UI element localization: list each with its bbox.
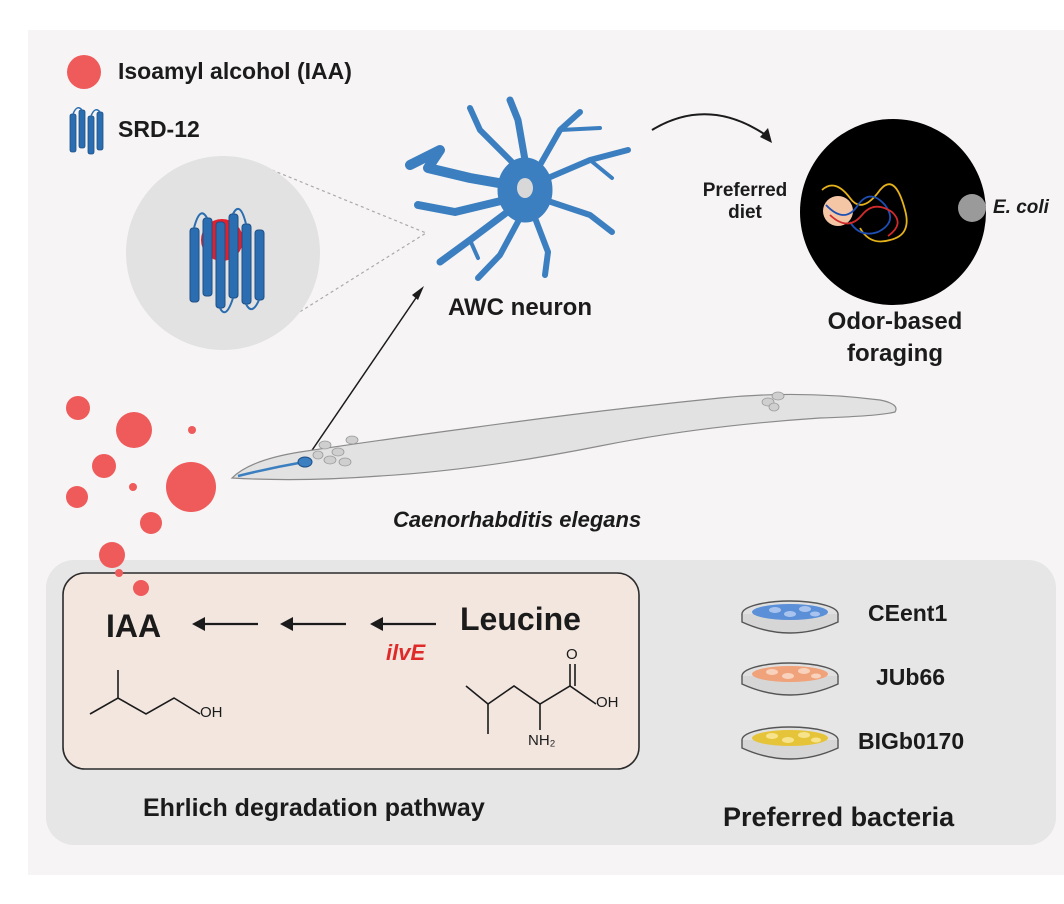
pathway-title: Ehrlich degradation pathway — [143, 794, 485, 822]
bacteria-title: Preferred bacteria — [723, 802, 955, 832]
dish-bigb0170 — [741, 726, 839, 760]
strain-ceent1-label: CEent1 — [868, 600, 948, 626]
srd12-receptor-icon — [189, 207, 265, 314]
iaa-oh-label: OH — [200, 704, 223, 721]
strain-bigb0170-label: BIGb0170 — [858, 728, 965, 754]
track-yellow — [821, 183, 908, 243]
curved-arrow — [651, 113, 771, 139]
iaa-structure — [89, 697, 201, 715]
ecoli-spot — [958, 194, 986, 222]
awc-neuron-label: AWC neuron — [448, 294, 592, 321]
iaa-dots — [66, 396, 216, 596]
leucine-structure — [465, 664, 597, 734]
leucine-amine: NH₂ — [528, 732, 556, 749]
neuron-pointer-head — [412, 286, 424, 300]
pathway-arrows — [192, 617, 436, 631]
worm-cells — [312, 391, 785, 467]
neuron-pointer-arrow — [303, 291, 421, 463]
iaa-legend-dot — [67, 55, 101, 89]
foraging-title-line2: foraging — [847, 340, 943, 367]
worm-neuron-cell — [297, 456, 313, 468]
preferred-diet-label: Preferred diet — [702, 180, 788, 223]
iaa-product-label: IAA — [106, 608, 162, 644]
pathway-box — [62, 572, 640, 770]
foraging-title-line1: Odor-based — [827, 308, 963, 335]
zoom-line-top — [271, 169, 427, 234]
ilve-enzyme-label: ilvE — [386, 640, 426, 665]
worm-species-label: Caenorhabditis elegans — [393, 507, 642, 532]
leucine-carbonyl-o: O — [566, 646, 578, 663]
preferred-diet-spot — [823, 196, 853, 226]
neuron-nucleus — [517, 178, 533, 198]
worm-body — [230, 393, 897, 481]
leucine-acid-oh: OH — [596, 694, 619, 711]
track-red — [829, 205, 899, 237]
curved-arrowhead — [760, 128, 772, 143]
leucine-label: Leucine — [460, 601, 581, 637]
dish-ceent1 — [741, 600, 839, 634]
srd12-legend-icon — [69, 107, 104, 155]
ecoli-label: E. coli — [993, 197, 1049, 218]
strain-jub66-label: JUb66 — [876, 664, 946, 690]
dish-jub66 — [741, 662, 839, 696]
iaa-legend-label: Isoamyl alcohol (IAA) — [118, 58, 352, 84]
foraging-title: Odor-based foraging — [820, 306, 970, 370]
srd12-legend-label: SRD-12 — [118, 116, 200, 142]
track-blue — [825, 195, 892, 235]
zoom-line-bottom — [289, 232, 427, 319]
